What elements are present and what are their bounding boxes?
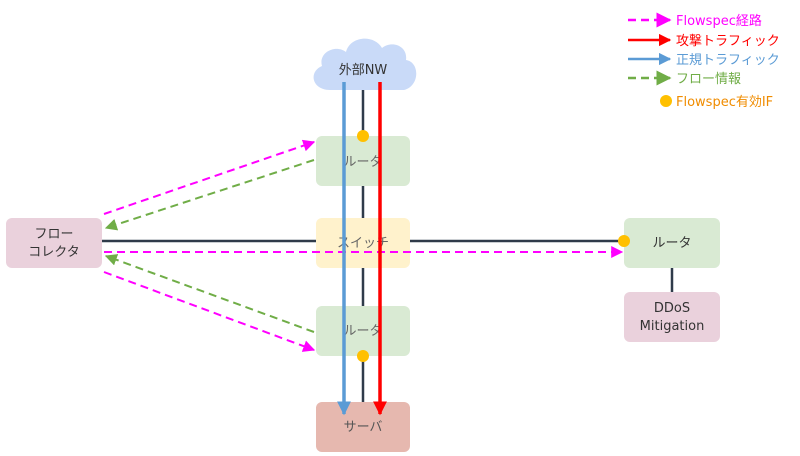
node-label-external-nw: 外部NW	[339, 63, 388, 78]
legend-item-flowspec-if: Flowspec有効IF	[660, 95, 773, 110]
node-label-router-top: ルータ	[343, 155, 382, 170]
flowspec-if-marker-router-bottom	[357, 350, 369, 362]
node-switch: スイッチ	[316, 218, 410, 268]
legend-swatch-flowspec-if	[660, 95, 672, 107]
cloud-external-nw: 外部NW	[313, 38, 417, 90]
legend-label-flowspec-route: Flowspec経路	[676, 13, 762, 29]
flowspec-arrow-collector-to-router-top	[103, 139, 316, 215]
flow-info-arrow-router-top-to-collector	[104, 159, 315, 231]
node-label-router-right: ルータ	[652, 236, 691, 251]
node-label-router-bottom: ルータ	[343, 324, 382, 339]
node-label-ddos-line2: Mitigation	[640, 319, 705, 334]
ddos-mitigation-box	[624, 292, 720, 342]
node-flow-collector: フロー コレクタ	[6, 218, 102, 268]
node-label-flow-collector-line2: コレクタ	[28, 245, 79, 260]
flow-info-arrow-router-bottom-to-collector	[104, 254, 315, 333]
flowspec-route-arrows	[103, 139, 624, 352]
node-server: サーバ	[316, 402, 410, 452]
node-ddos-mitigation: DDoS Mitigation	[624, 292, 720, 342]
flowspec-arrow-collector-to-router-bottom	[103, 271, 316, 352]
node-label-flow-collector-line1: フロー	[34, 227, 73, 242]
node-router-right: ルータ	[624, 218, 720, 268]
legend-label-flow-info: フロー情報	[676, 72, 741, 87]
legend-item-flow-info: フロー情報	[628, 70, 741, 87]
node-router-bottom: ルータ	[316, 306, 410, 356]
traffic-arrows	[337, 82, 387, 416]
flowspec-if-markers	[357, 130, 630, 362]
links	[102, 85, 674, 402]
node-label-server: サーバ	[344, 420, 383, 435]
node-label-ddos-line1: DDoS	[654, 301, 690, 316]
legend: Flowspec経路 攻撃トラフィック 正規トラフィック フロー情報 Flows…	[628, 12, 780, 110]
legend-item-attack-traffic: 攻撃トラフィック	[628, 33, 780, 49]
legend-item-normal-traffic: 正規トラフィック	[628, 52, 780, 68]
legend-label-attack-traffic: 攻撃トラフィック	[676, 33, 780, 49]
router-top-box	[316, 136, 410, 186]
cloud-icon	[313, 38, 417, 90]
flowspec-if-marker-router-right	[618, 235, 630, 247]
legend-label-flowspec-if: Flowspec有効IF	[676, 95, 773, 110]
flowspec-if-marker-router-top	[357, 130, 369, 142]
legend-item-flowspec-route: Flowspec経路	[628, 12, 762, 29]
node-router-top: ルータ	[316, 136, 410, 186]
router-bottom-box	[316, 306, 410, 356]
legend-label-normal-traffic: 正規トラフィック	[676, 53, 780, 68]
router-right-box	[624, 218, 720, 268]
node-label-switch: スイッチ	[337, 236, 389, 251]
flow-info-arrows	[104, 159, 315, 333]
switch-box	[316, 218, 410, 268]
flow-collector-box	[6, 218, 102, 268]
